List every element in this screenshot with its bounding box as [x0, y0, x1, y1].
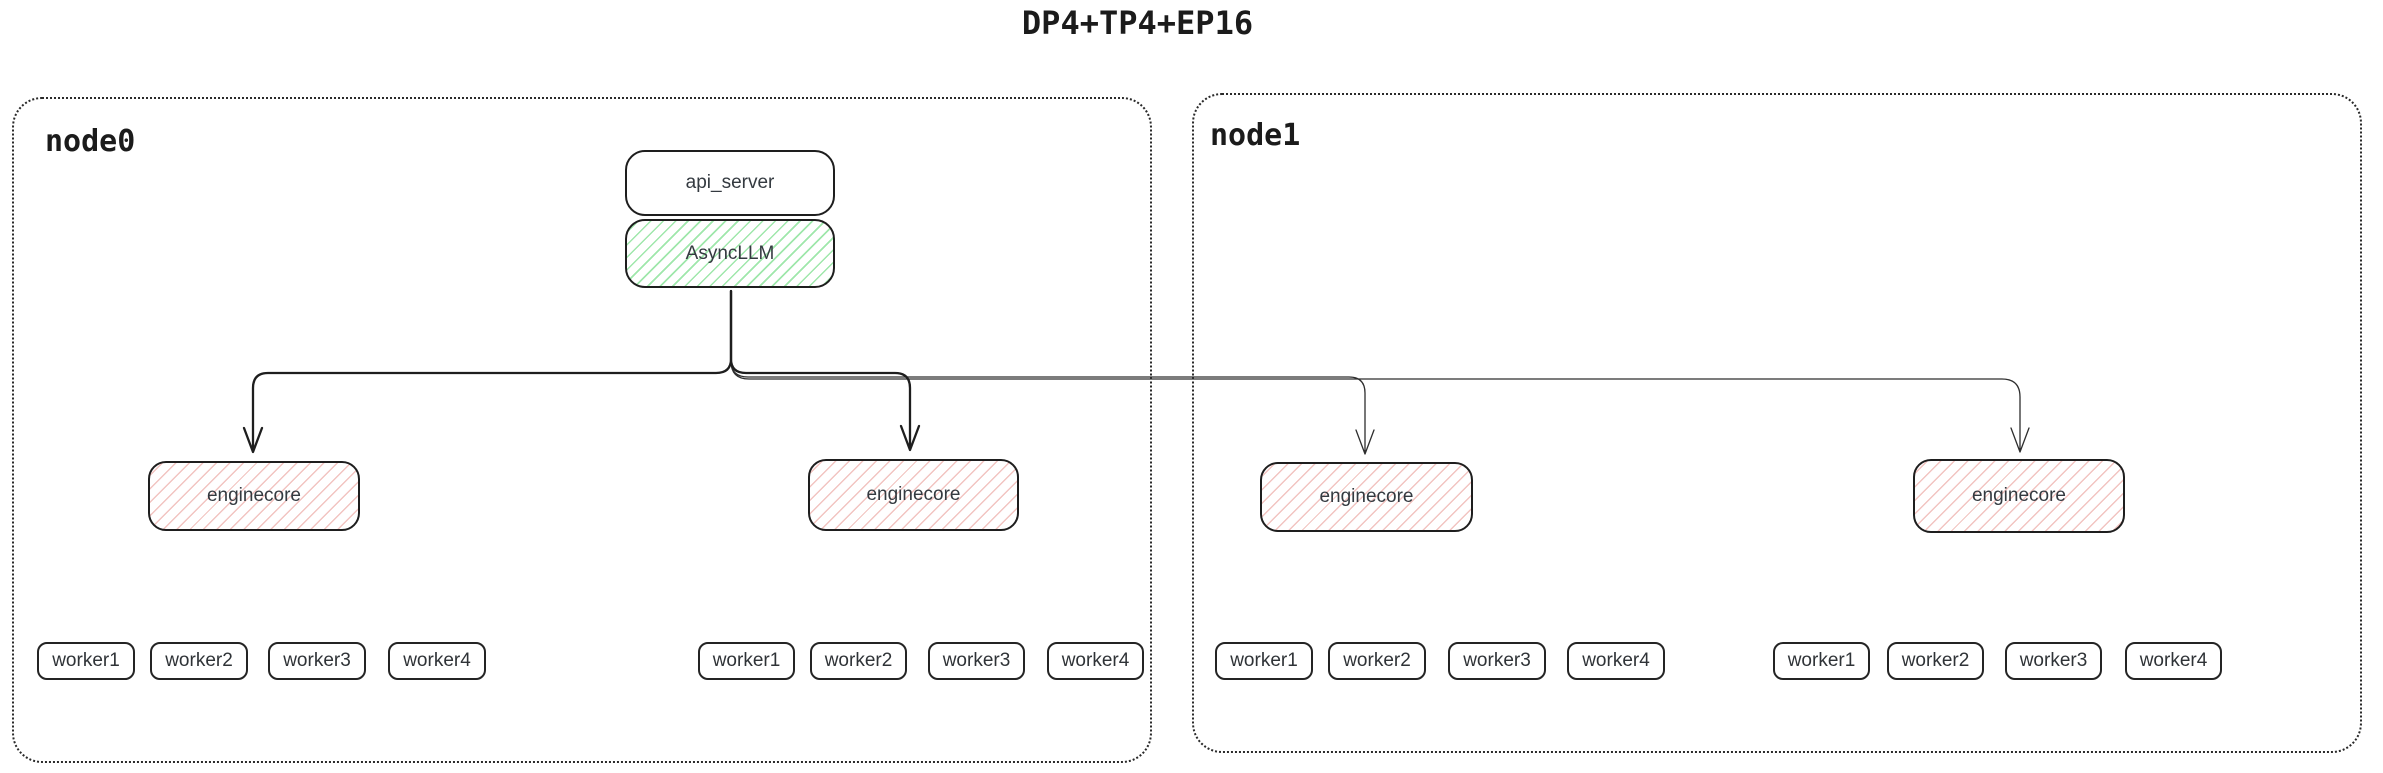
worker-box: worker3: [1448, 642, 1546, 680]
worker-box: worker1: [698, 642, 795, 680]
worker-box: worker2: [150, 642, 248, 680]
asyncllm-box: AsyncLLM: [625, 219, 835, 288]
enginecore-box-node0-1: enginecore: [148, 461, 360, 531]
worker-label: worker3: [1463, 650, 1531, 671]
worker-box: worker1: [37, 642, 135, 680]
worker-label: worker4: [1582, 650, 1650, 671]
worker-label: worker1: [1230, 650, 1298, 671]
asyncllm-label: AsyncLLM: [685, 242, 775, 264]
enginecore-label: enginecore: [866, 484, 961, 505]
worker-box: worker1: [1215, 642, 1313, 680]
api-server-label: api_server: [685, 172, 775, 193]
worker-box: worker3: [268, 642, 366, 680]
node1-label: node1: [1210, 118, 1301, 153]
worker-box: worker4: [1567, 642, 1665, 680]
worker-label: worker1: [712, 650, 781, 671]
worker-box: worker4: [2125, 642, 2222, 680]
enginecore-label: enginecore: [206, 485, 302, 506]
worker-label: worker4: [403, 650, 471, 671]
worker-label: worker2: [824, 650, 893, 671]
enginecore-box-node1-2: enginecore: [1913, 459, 2125, 533]
worker-label: worker2: [1343, 650, 1411, 671]
worker-label: worker1: [1787, 650, 1856, 671]
worker-label: worker4: [1061, 650, 1130, 671]
worker-label: worker2: [165, 650, 233, 671]
node0-label: node0: [45, 124, 136, 159]
worker-box: worker2: [1328, 642, 1426, 680]
worker-box: worker1: [1773, 642, 1870, 680]
worker-label: worker4: [2139, 650, 2208, 671]
worker-box: worker4: [1047, 642, 1144, 680]
enginecore-box-node1-1: enginecore: [1260, 462, 1473, 532]
diagram-title: DP4+TP4+EP16: [1021, 4, 1254, 42]
enginecore-box-node0-2: enginecore: [808, 459, 1019, 531]
worker-box: worker2: [1887, 642, 1984, 680]
worker-box: worker4: [388, 642, 486, 680]
enginecore-label: enginecore: [1319, 486, 1414, 507]
worker-box: worker2: [810, 642, 907, 680]
worker-label: worker3: [942, 650, 1011, 671]
enginecore-label: enginecore: [1971, 485, 2067, 506]
worker-box: worker3: [928, 642, 1025, 680]
api-server-box: api_server: [625, 150, 835, 216]
worker-label: worker2: [1901, 650, 1970, 671]
worker-box: worker3: [2005, 642, 2102, 680]
worker-label: worker3: [2019, 650, 2088, 671]
worker-label: worker3: [283, 650, 351, 671]
worker-label: worker1: [52, 650, 120, 671]
